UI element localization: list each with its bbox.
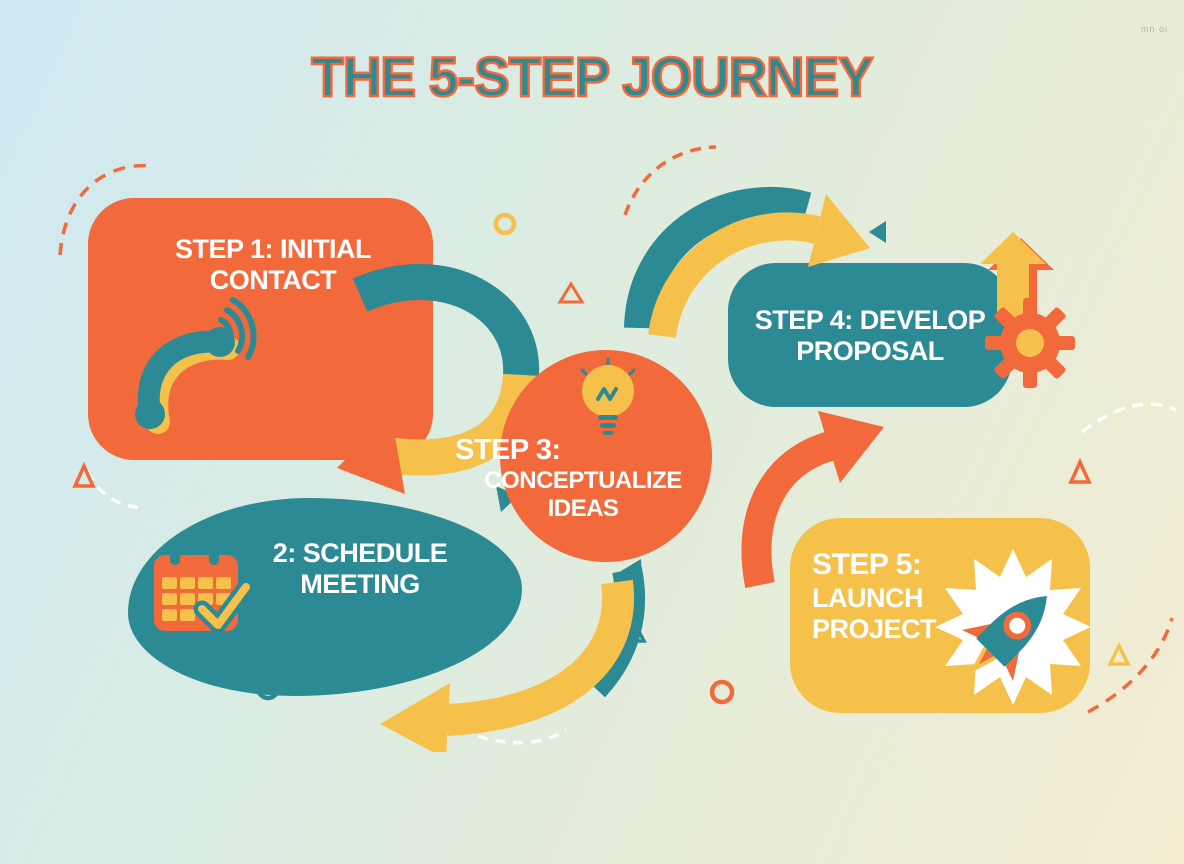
arrowhead-yellow [808, 194, 870, 267]
step3-line3: IDEAS [547, 494, 619, 522]
circle-tick-teal-upper [496, 486, 518, 512]
dashed-arc-bottom-right [1087, 617, 1174, 714]
circle-outline-yellow [493, 212, 517, 236]
step1-line2: CONTACT [209, 265, 337, 296]
phone-icon [135, 297, 257, 434]
arrow-step3-to-step4 [624, 187, 870, 339]
step3-line2: CONCEPTUALIZE [484, 467, 682, 495]
step1-text: STEP 1: INITIAL CONTACT [140, 234, 406, 296]
triangle-outline-orange-right [1068, 457, 1092, 484]
step3-line1: STEP 3: [455, 434, 561, 466]
step5-line2: LAUNCH [812, 582, 924, 613]
triangle-outline-orange-left [72, 461, 96, 488]
step2-line1: 2: SCHEDULE [272, 538, 448, 568]
dashed-arc-left-white [86, 471, 143, 510]
step4-line1: STEP 4: DEVELOP [754, 305, 986, 335]
step4-line2: PROPOSAL [796, 336, 944, 367]
step3-text: STEP 3: CONCEPTUALIZE IDEAS [455, 434, 711, 523]
up-arrow-icon [980, 232, 1054, 324]
dashed-arc-top-center [623, 145, 717, 216]
rocket-icon [935, 549, 1091, 705]
dashed-arc-top-left [58, 163, 153, 256]
gear-icon [985, 298, 1075, 388]
dashed-arc-right-white [1080, 402, 1177, 434]
step5-line3: PROJECT [812, 613, 937, 644]
arrowhead-orange [337, 414, 405, 494]
watermark: mn oi [1140, 24, 1168, 34]
step4-text: STEP 4: DEVELOP PROPOSAL [732, 305, 1008, 367]
arrowhead-yellow [380, 683, 450, 752]
step1-line1: STEP 1: INITIAL [174, 234, 372, 264]
triangle-outline-yellow-right [1107, 642, 1131, 666]
lightbulb-icon [579, 358, 637, 435]
step5-line1: STEP 5: [812, 548, 922, 581]
step4-card [728, 263, 1012, 407]
arrow-to-step5 [741, 411, 884, 588]
step5-text: STEP 5: LAUNCH PROJECT [812, 548, 992, 645]
arrow-step3-to-step2 [380, 566, 645, 752]
step2-line2: MEETING [300, 569, 420, 600]
page-title: THE 5-STEP JOURNEY [310, 44, 875, 110]
circle-outline-orange [709, 679, 735, 705]
arrowhead-orange [818, 411, 884, 483]
step2-text: 2: SCHEDULE MEETING [240, 538, 480, 600]
calendar-check-icon [154, 542, 255, 634]
triangle-filled-teal [869, 221, 886, 243]
triangle-outline-orange-small [557, 281, 585, 304]
